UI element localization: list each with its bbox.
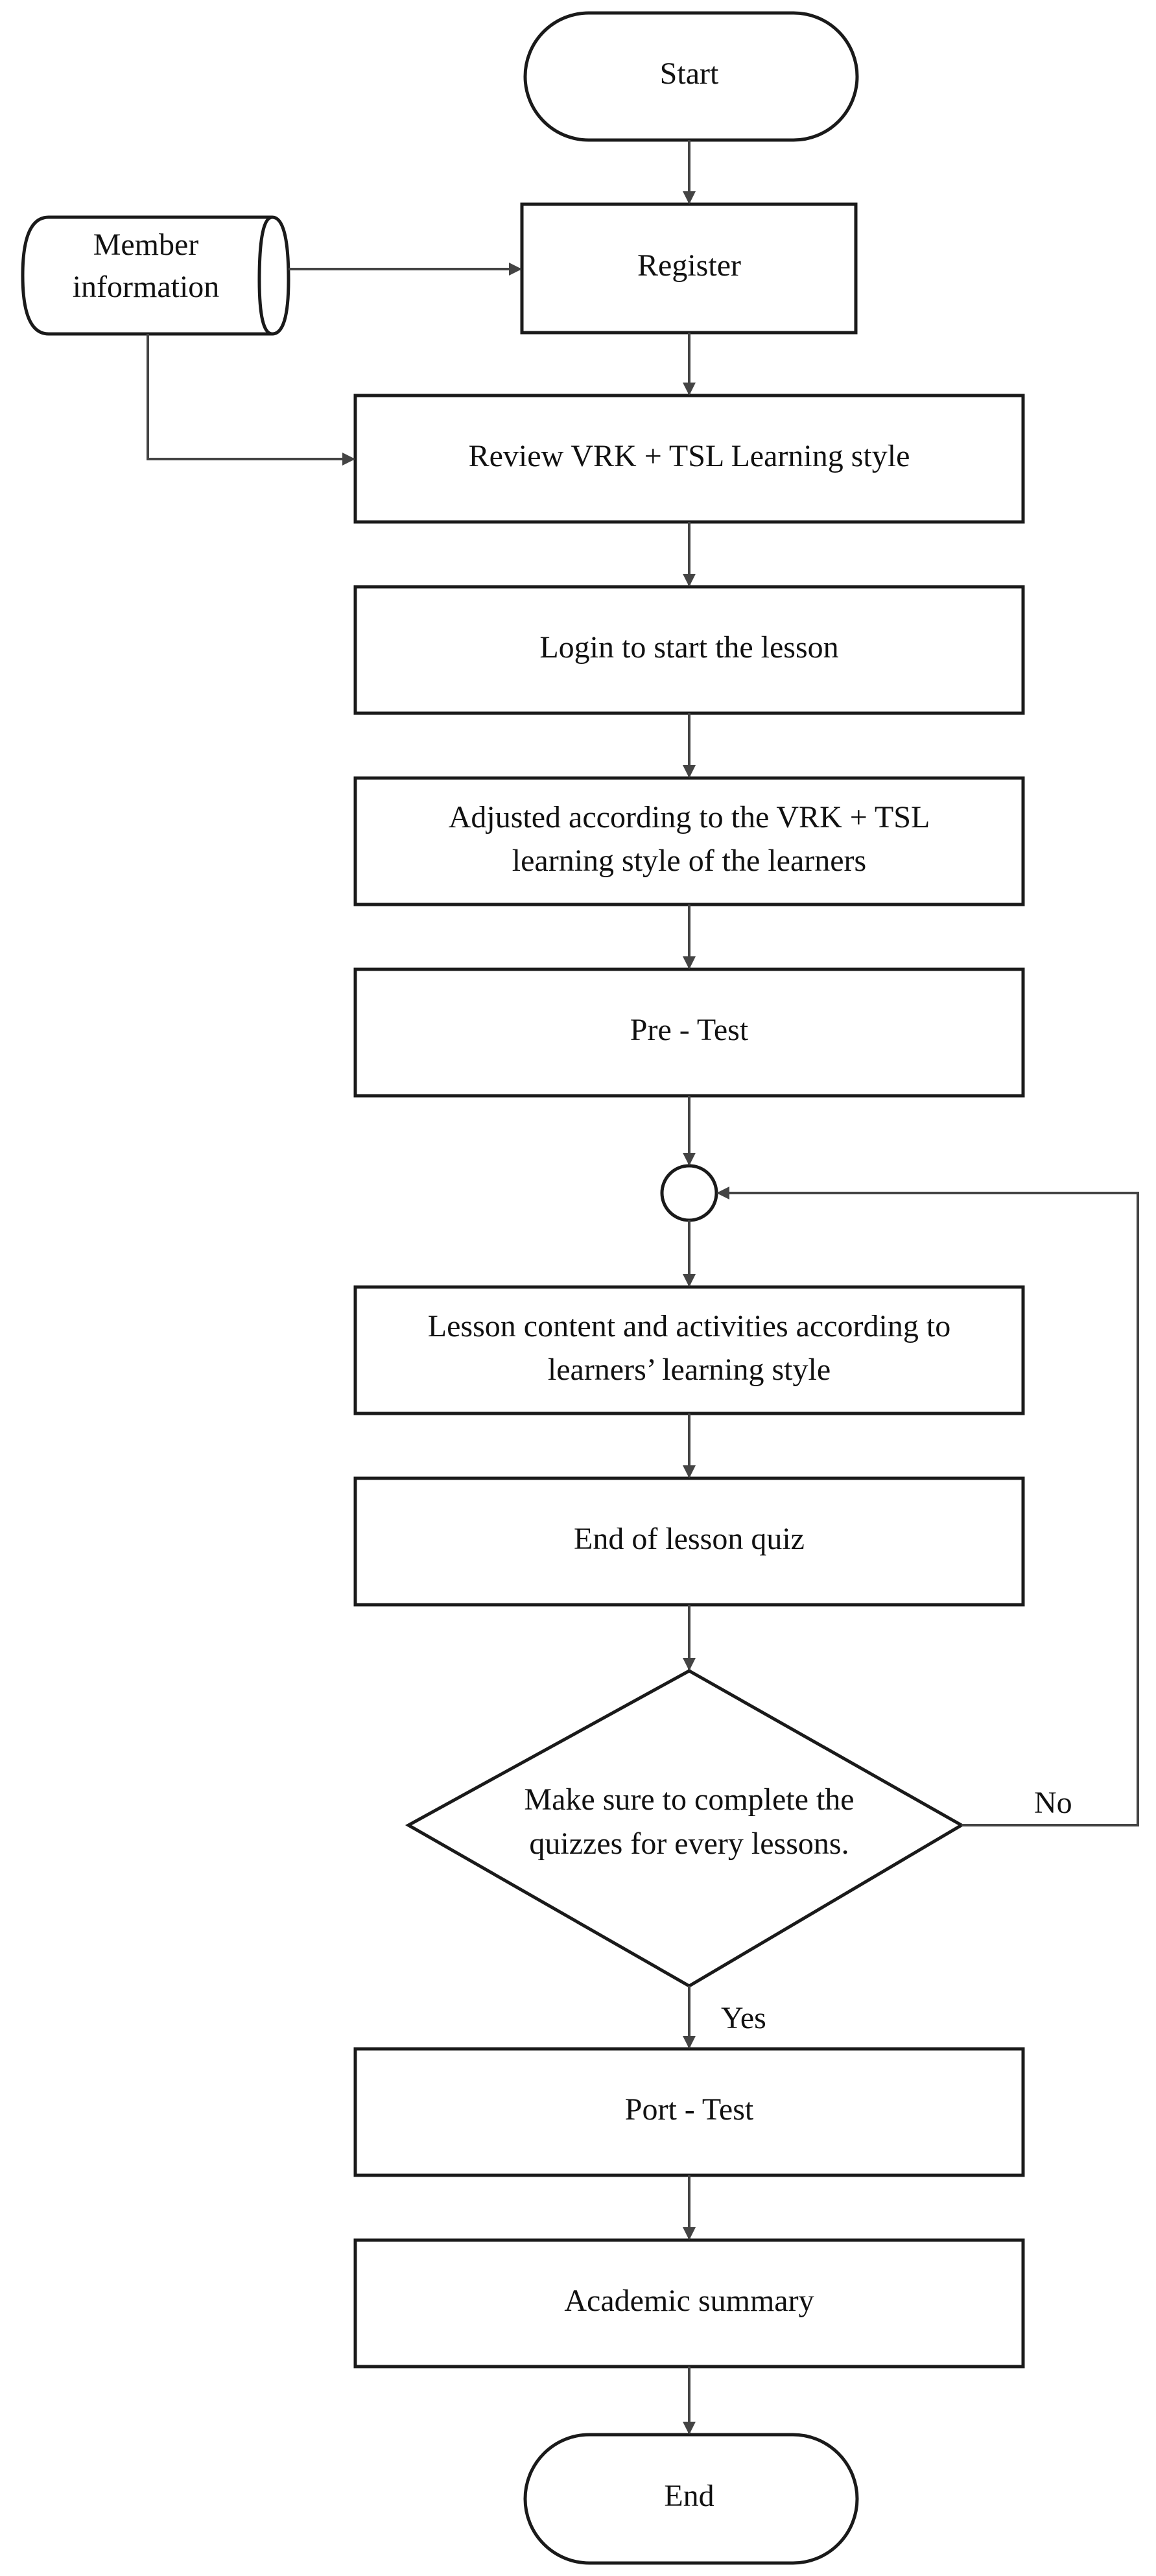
loop-connector-circle <box>660 1164 718 1222</box>
adjusted-label-line1: Adjusted according to the VRK + TSL <box>449 800 930 834</box>
member-information-label-line1: Member <box>93 228 199 262</box>
end-of-lesson-quiz-label: End of lesson quiz <box>574 1522 805 1556</box>
review-label: Review VRK + TSL Learning style <box>469 439 910 473</box>
adjusted-node: Adjusted according to the VRK + TSL lear… <box>353 776 1025 906</box>
post-test-label: Port - Test <box>625 2092 754 2127</box>
edge-label-no: No <box>1034 1786 1072 1820</box>
lesson-content-node: Lesson content and activities according … <box>353 1285 1025 1415</box>
pretest-label: Pre - Test <box>630 1013 749 1047</box>
decision-node: Make sure to complete the quizzes for ev… <box>405 1669 965 1988</box>
academic-summary-node: Academic summary <box>353 2238 1025 2369</box>
edge-decision-no-loop <box>716 1187 1139 1826</box>
lesson-content-label-line1: Lesson content and activities according … <box>428 1309 950 1343</box>
edge-label-yes: Yes <box>721 2001 766 2035</box>
end-label: End <box>664 2479 714 2513</box>
decision-label-line2: quizzes for every lessons. <box>529 1826 849 1861</box>
start-node: Start <box>523 11 859 142</box>
start-label: Start <box>660 56 719 91</box>
lesson-content-label-line2: learners’ learning style <box>548 1353 831 1387</box>
login-label: Login to start the lesson <box>539 630 838 665</box>
member-information-label-line2: information <box>73 270 220 304</box>
pretest-node: Pre - Test <box>353 967 1025 1098</box>
decision-label-line1: Make sure to complete the <box>524 1782 854 1817</box>
end-node: End <box>523 2433 859 2565</box>
academic-summary-label: Academic summary <box>564 2284 814 2318</box>
review-node: Review VRK + TSL Learning style <box>353 394 1025 524</box>
register-label: Register <box>637 248 741 283</box>
adjusted-label-line2: learning style of the learners <box>512 844 866 878</box>
login-node: Login to start the lesson <box>353 585 1025 715</box>
edge-member-review <box>147 334 355 466</box>
member-information-node: Member information <box>21 215 290 336</box>
end-of-lesson-quiz-node: End of lesson quiz <box>353 1476 1025 1607</box>
register-node: Register <box>520 202 858 335</box>
post-test-node: Port - Test <box>353 2047 1025 2177</box>
